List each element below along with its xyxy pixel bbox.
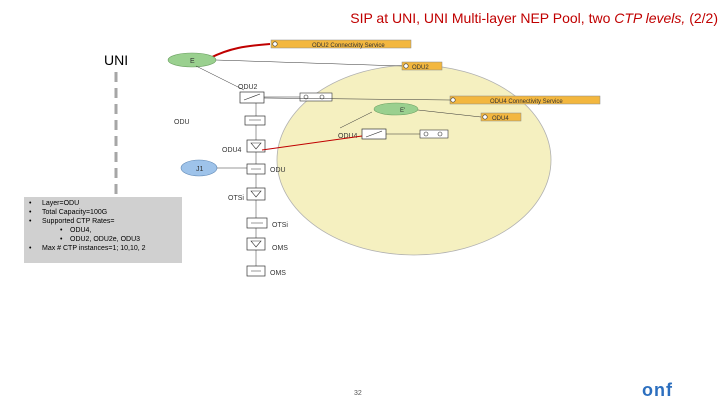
odu2-box-endpoint [403,63,409,69]
otsi-node [246,187,266,201]
e-to-node-line [195,65,245,91]
slide-title: SIP at UNI, UNI Multi-layer NEP Pool, tw… [0,10,720,26]
odu4-box-endpoint [482,114,488,120]
odu4-ctp-box [419,129,449,139]
e2-label: E' [400,108,405,114]
oms-1-label: OMS [272,245,288,252]
e2-to-box-line [417,109,482,118]
info-item: Layer=ODU [24,199,182,208]
onf-logo: onf [642,380,673,400]
j1-label: J1 [196,166,204,173]
odu2-service-line [209,43,271,59]
odu4-box-label: ODU4 [492,116,509,122]
title-suffix: (2/2) [685,10,718,26]
otsi-node-marker [250,190,262,198]
odu4-mid-label: ODU4 [338,133,358,140]
odu2-node-marker [243,93,261,101]
odu4-mid-marker [365,130,383,138]
odu-node [244,115,266,126]
odu2-service-endpoint [272,41,278,47]
odu4-left-label: ODU4 [222,147,242,154]
odu4-cross-link [261,135,363,151]
odu4-service-label: ODU4 Connectivity Service [490,99,563,105]
odu4-node-marker [250,142,262,150]
title-main: SIP at UNI, UNI Multi-layer NEP Pool, tw… [350,10,615,26]
odu2-box-label: ODU2 [412,65,429,71]
e2-to-odu4-line [339,111,373,129]
odu2-ctp-box [299,92,333,102]
odu2-service-label: ODU2 Connectivity Service [312,43,385,49]
odu4-service-endpoint [450,97,456,103]
odu2-node [239,91,265,104]
odu2-service-box [270,39,412,49]
odu2-layer-label: ODU2 [238,84,258,91]
odu-nep-label: ODU [270,167,286,174]
e-to-odu2-line [215,59,403,67]
odu4-ctp-left [423,131,429,137]
title-italic: CTP levels, [614,10,686,26]
odu2-box [401,61,443,71]
oms-node-1-marker [250,240,262,248]
odu-left-label: ODU [174,119,190,126]
info-item: Total Capacity=100G [24,208,182,217]
info-sub-item: ODU4, [24,226,182,235]
info-item: Supported CTP Rates= [24,217,182,226]
uni-label: UNI [104,52,129,68]
info-sub-item: ODU2, ODU2e, ODU3 [24,235,182,244]
oms-2-label: OMS [270,270,286,277]
odu2-to-odu4-line [263,97,451,101]
odu2-ctp-right [319,94,325,100]
otsi-left-label: OTSi [228,195,244,202]
odu4-ctp-right [437,131,443,137]
e-label: E [190,58,195,65]
odu2-ctp-left [303,94,309,100]
layer-info-box: Layer=ODU Total Capacity=100G Supported … [24,197,182,263]
e2-endpoint [373,102,419,116]
info-item: Max # CTP instances=1; 10,10, 2 [24,244,182,253]
oms-node-1 [246,237,266,251]
otsi-nep-label: OTSi [272,222,288,229]
onf-logo-text: onf [642,380,673,400]
page-number: 32 [354,390,362,397]
